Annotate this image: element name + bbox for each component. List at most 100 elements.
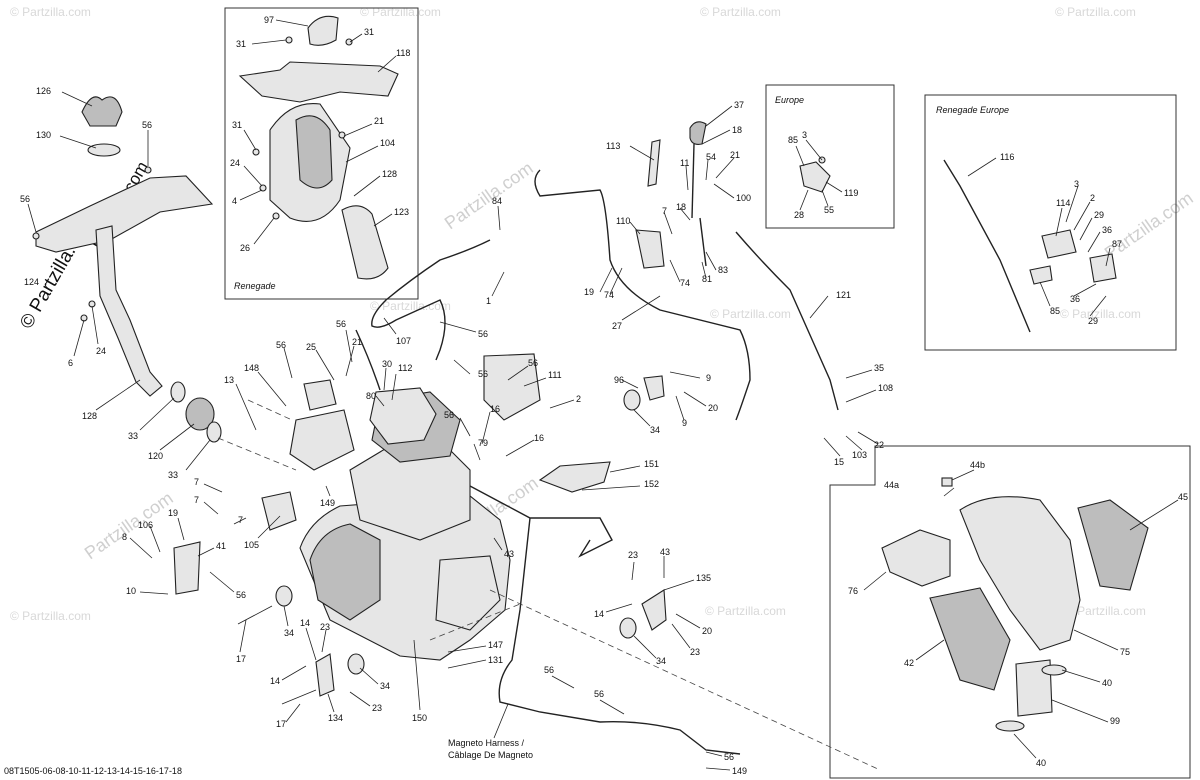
callout: 56 <box>724 752 734 762</box>
callout: 85 <box>788 135 798 145</box>
callout: 113 <box>606 141 620 151</box>
callout: 7 <box>238 515 243 525</box>
callout: 76 <box>848 586 858 596</box>
callout: 81 <box>702 274 712 284</box>
callout: 75 <box>1120 647 1130 657</box>
callout: 56 <box>444 410 454 420</box>
callout: 56 <box>142 120 152 130</box>
callout: 16 <box>534 433 544 443</box>
callout: 36 <box>1070 294 1080 304</box>
callout: 96 <box>614 375 624 385</box>
ecm-unit <box>289 409 355 471</box>
bolt <box>285 36 293 44</box>
callout: 128 <box>382 169 397 179</box>
callout: 23 <box>628 550 638 560</box>
callout: 123 <box>394 207 409 217</box>
watermark: © Partzilla.com <box>1055 5 1136 19</box>
spring-83 <box>699 217 707 267</box>
footer-code: 08T1505-06-08-10-11-12-13-14-15-16-17-18 <box>4 766 182 776</box>
callout: 11 <box>680 158 689 168</box>
callout: 45 <box>1178 492 1188 502</box>
callout: 149 <box>732 766 747 776</box>
gearbox <box>435 555 501 631</box>
heat-shield-plate <box>238 61 399 103</box>
intake-duct-75 <box>959 496 1081 651</box>
bolt <box>252 148 260 156</box>
watermark-url: Partzilla.com <box>1101 188 1197 263</box>
watermark: © Partzilla.com <box>10 5 91 19</box>
callout: 18 <box>676 202 686 212</box>
guide-line <box>489 589 881 771</box>
leader-lines <box>27 19 1179 771</box>
filter-99 <box>1015 659 1053 717</box>
watermark: © Partzilla.com <box>10 609 91 623</box>
callout: 40 <box>1036 758 1046 768</box>
callout: 110 <box>616 216 630 226</box>
air-filter-cap <box>81 96 123 127</box>
callout: 97 <box>264 15 274 25</box>
inset-renegade-europe-frame <box>924 94 1177 351</box>
bracket-151 <box>538 461 611 493</box>
cover-42 <box>929 587 1011 691</box>
callout: 31 <box>232 120 242 130</box>
callout: 8 <box>122 532 127 542</box>
callout: 148 <box>244 363 259 373</box>
callout: 23 <box>690 647 700 657</box>
bolt <box>345 38 353 46</box>
callout: 79 <box>478 438 488 448</box>
callout: 126 <box>36 86 51 96</box>
watermark: © Partzilla.com <box>1065 604 1146 618</box>
callout: 19 <box>584 287 594 297</box>
bracket <box>261 491 297 531</box>
callout: 27 <box>612 321 622 331</box>
watermark: © Partzilla.com <box>370 299 451 313</box>
bolt <box>338 131 346 139</box>
callout: 31 <box>236 39 246 49</box>
callout: 24 <box>96 346 106 356</box>
renegade-inset-parts <box>238 15 399 280</box>
support-bracket <box>173 541 201 595</box>
callout: 56 <box>336 319 346 329</box>
engine-assembly <box>173 353 667 705</box>
cable-107 <box>371 239 491 361</box>
callout: 74 <box>604 290 614 300</box>
magneto-harness <box>469 485 741 755</box>
lever-110 <box>635 229 665 269</box>
sprocket <box>619 617 637 639</box>
lever-113 <box>647 139 661 187</box>
callout: 128 <box>82 411 97 421</box>
throttle-cable <box>534 169 751 421</box>
intake-hose-renegade <box>341 205 389 280</box>
callout: 116 <box>1000 152 1014 162</box>
long-bolt <box>281 689 317 705</box>
callout: 54 <box>706 152 716 162</box>
callout: 131 <box>488 655 503 665</box>
callout: 134 <box>328 713 343 723</box>
callout: 105 <box>244 540 259 550</box>
wire-104 <box>355 329 381 391</box>
callout: 80 <box>366 391 376 401</box>
long-bolt <box>237 605 273 625</box>
clip-85 <box>1029 265 1053 285</box>
callout: 56 <box>528 358 538 368</box>
callout: 3 <box>1074 179 1079 189</box>
callout: 29 <box>1088 316 1098 326</box>
callout: 147 <box>488 640 503 650</box>
throttle-adapter <box>185 397 215 431</box>
callout: 118 <box>396 48 410 58</box>
lever <box>641 589 667 631</box>
callout: 104 <box>380 138 395 148</box>
watermark-url: Partzilla.com <box>81 488 177 563</box>
callout: 124 <box>24 277 39 287</box>
callout: 29 <box>1094 210 1104 220</box>
throttle-body-assembly <box>369 387 437 445</box>
callout: 74 <box>680 278 690 288</box>
harness-label-line2: Câblage De Magneto <box>448 750 533 760</box>
inset-intake-frame <box>829 445 1191 779</box>
knob-37 <box>689 121 707 145</box>
air-box-plate <box>35 175 214 253</box>
callout: 108 <box>878 383 893 393</box>
callout: 23 <box>320 622 330 632</box>
rod-18 <box>691 143 695 219</box>
